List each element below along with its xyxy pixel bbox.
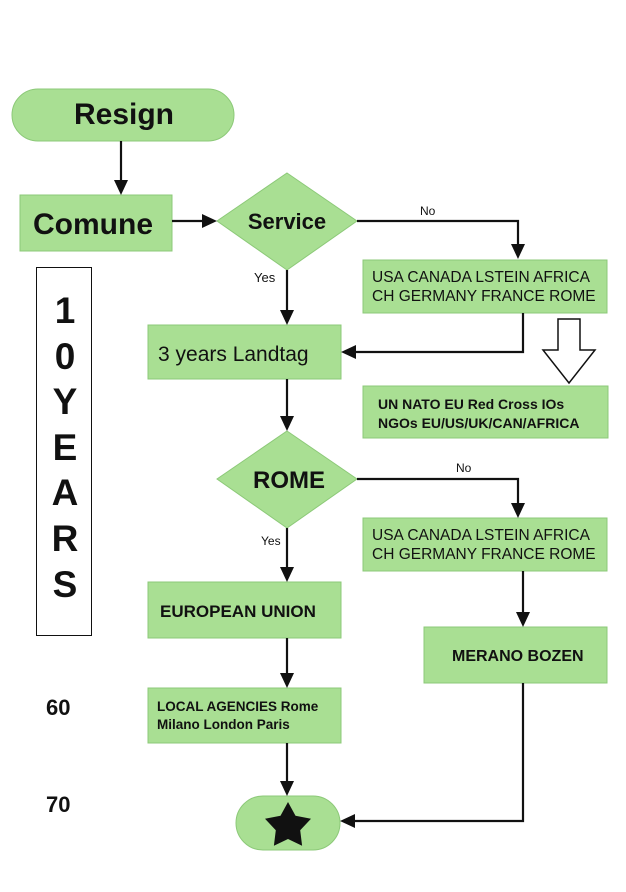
arrowhead bbox=[340, 814, 355, 828]
arrowhead bbox=[280, 781, 294, 796]
agencies-line-1: LOCAL AGENCIES Rome bbox=[157, 699, 319, 714]
side-char: E bbox=[52, 426, 78, 468]
countries-top-line-1: USA CANADA LSTEIN AFRICA bbox=[372, 269, 591, 286]
comune-node bbox=[19, 194, 173, 252]
service-yes-label: Yes bbox=[254, 270, 276, 285]
edge-countries-landtag bbox=[356, 313, 525, 354]
rome-no-label: No bbox=[456, 461, 472, 475]
orgs-node bbox=[362, 385, 609, 439]
eu-node bbox=[147, 581, 342, 639]
service-no-label: No bbox=[420, 204, 436, 218]
landtag-node bbox=[147, 324, 342, 380]
orgs-line-2: NGOs EU/US/UK/CAN/AFRICA bbox=[378, 415, 579, 431]
star-icon bbox=[265, 802, 311, 846]
eu-label: EUROPEAN UNION bbox=[160, 602, 316, 621]
ten-years-box: 1 0 Y E A R S bbox=[36, 267, 92, 636]
side-char: S bbox=[52, 563, 78, 605]
agencies-node bbox=[147, 687, 342, 744]
resign-node bbox=[11, 88, 235, 142]
arrowhead bbox=[341, 345, 356, 359]
year-mark-60: 60 bbox=[46, 695, 71, 720]
arrowhead bbox=[280, 567, 294, 582]
side-char: Y bbox=[52, 381, 78, 423]
side-char: A bbox=[51, 472, 79, 514]
ten-years-text: 1 0 Y E A R S bbox=[37, 268, 93, 607]
edge-merano-end bbox=[355, 683, 525, 823]
orgs-line-1: UN NATO EU Red Cross IOs bbox=[378, 396, 564, 412]
arrowhead bbox=[202, 214, 217, 228]
hollow-arrow-icon bbox=[541, 318, 597, 385]
comune-label: Comune bbox=[33, 208, 153, 241]
landtag-label: 3 years Landtag bbox=[158, 343, 309, 366]
service-label: Service bbox=[248, 209, 326, 234]
countries-top-node bbox=[362, 259, 608, 314]
arrowhead bbox=[280, 310, 294, 325]
countries-bottom-node bbox=[362, 517, 608, 572]
arrowhead bbox=[511, 244, 525, 259]
side-char: 1 bbox=[54, 290, 76, 331]
rome-yes-label: Yes bbox=[261, 534, 281, 548]
side-char: 0 bbox=[54, 335, 76, 377]
countries-top-line-2: CH GERMANY FRANCE ROME bbox=[372, 288, 596, 305]
arrowhead bbox=[511, 503, 525, 518]
countries-bottom-line-1: USA CANADA LSTEIN AFRICA bbox=[372, 527, 591, 544]
countries-bottom-line-2: CH GERMANY FRANCE ROME bbox=[372, 546, 596, 563]
rome-label: ROME bbox=[253, 467, 325, 494]
edge-rome-no bbox=[357, 477, 520, 503]
merano-label: MERANO BOZEN bbox=[452, 648, 584, 665]
arrowhead bbox=[114, 180, 128, 195]
agencies-line-2: Milano London Paris bbox=[157, 717, 290, 732]
year-mark-70: 70 bbox=[46, 792, 71, 817]
arrowhead bbox=[516, 612, 530, 627]
arrowhead bbox=[280, 416, 294, 431]
side-char: R bbox=[51, 517, 79, 559]
merano-node bbox=[423, 626, 608, 684]
arrowhead bbox=[280, 673, 294, 688]
resign-label: Resign bbox=[74, 98, 174, 131]
edge-service-no bbox=[357, 219, 520, 244]
